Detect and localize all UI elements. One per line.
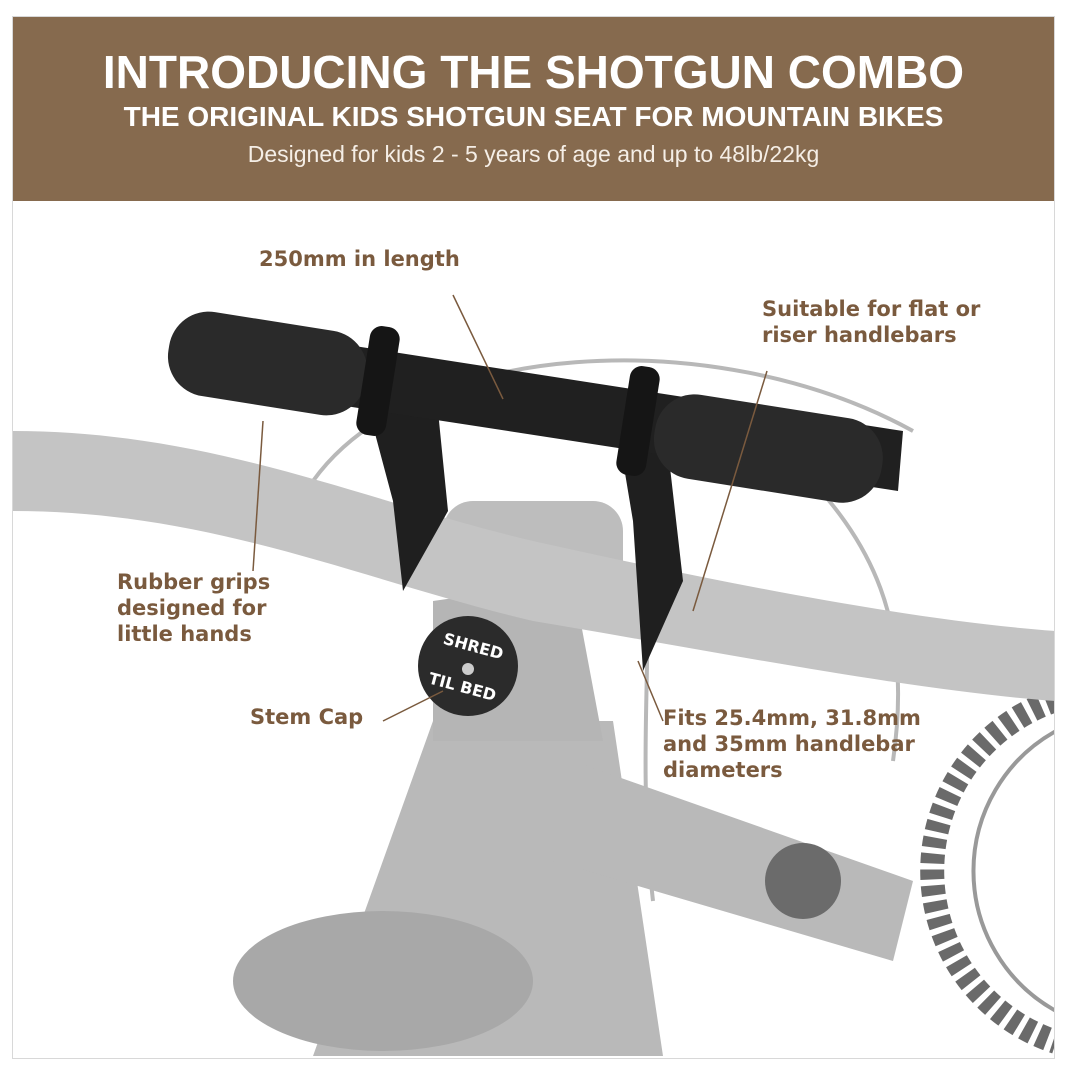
- callout-stem-cap: Stem Cap: [250, 705, 364, 729]
- callout-line: Suitable for flat or: [762, 297, 981, 321]
- stem-cap: SHRED TIL BED: [418, 616, 518, 716]
- page-subtitle: THE ORIGINAL KIDS SHOTGUN SEAT FOR MOUNT…: [123, 101, 944, 132]
- leader-lines: [252, 294, 768, 722]
- callout-grips: Rubber grips designed for little hands: [117, 569, 270, 647]
- callout-handlebars: Suitable for flat or riser handlebars: [762, 296, 980, 348]
- left-grip: [167, 311, 368, 416]
- product-image: INTRODUCING THE SHOTGUN COMBO THE ORIGIN…: [12, 16, 1055, 1059]
- callout-line: little hands: [117, 622, 252, 646]
- right-grip: [653, 394, 883, 503]
- callout-fits: Fits 25.4mm, 31.8mm and 35mm handlebar d…: [663, 705, 921, 783]
- callout-line: riser handlebars: [762, 323, 957, 347]
- bike-illustration: SHRED TIL BED: [13, 294, 1054, 1056]
- callout-line: designed for: [117, 596, 267, 620]
- callout-line: and 35mm handlebar: [663, 732, 915, 756]
- header-banner: INTRODUCING THE SHOTGUN COMBO THE ORIGIN…: [13, 17, 1054, 201]
- bike-frame: [233, 721, 913, 1056]
- tagline: Designed for kids 2 - 5 years of age and…: [247, 141, 820, 167]
- front-wheel: [920, 688, 1054, 1054]
- shotgun-handlebar: [167, 311, 903, 671]
- handlebar: [13, 431, 1054, 701]
- callout-length: 250mm in length: [259, 247, 460, 271]
- callout-line: diameters: [663, 758, 783, 782]
- page-title: INTRODUCING THE SHOTGUN COMBO: [102, 46, 965, 98]
- callout-line: Fits 25.4mm, 31.8mm: [663, 706, 921, 730]
- callout-line: Rubber grips: [117, 570, 271, 594]
